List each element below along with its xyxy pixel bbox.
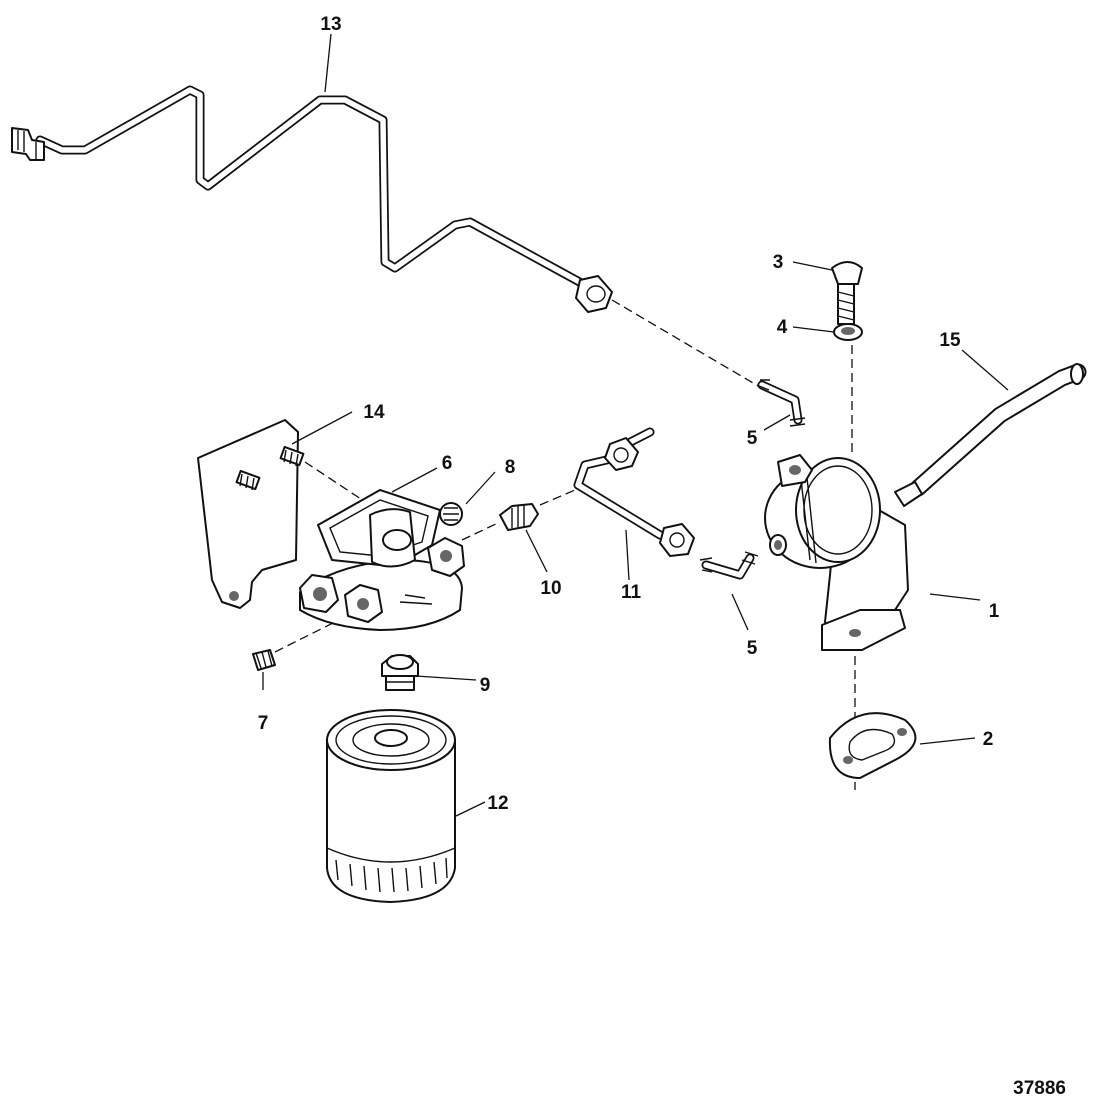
part-14-hose <box>909 363 1087 497</box>
leader-lines <box>262 33 1009 817</box>
part-15-bracket <box>197 419 305 609</box>
part-11-fitting <box>499 489 576 531</box>
part-2-gasket <box>828 712 917 779</box>
callout-5-upper: 5 <box>747 428 758 449</box>
guide-line-7-to-6 <box>274 621 336 653</box>
guide-line-9-to-11 <box>461 521 501 541</box>
callout-8: 9 <box>480 675 491 696</box>
part-4-washer <box>833 323 863 341</box>
callout-labels: 13 3 4 15 14 5 6 8 10 11 1 5 9 7 2 12 <box>258 14 1000 814</box>
callout-13: 13 <box>320 14 341 35</box>
part-5-lower-elbow <box>699 551 759 580</box>
callout-6: 6 <box>442 453 453 474</box>
callout-15: 14 <box>363 402 385 423</box>
callout-12: 11 <box>621 582 642 603</box>
callout-1: 1 <box>989 601 1000 622</box>
part-10-filter-element <box>326 709 456 903</box>
part-7-set-screw <box>252 649 276 671</box>
figure-number: 37886 <box>1013 1078 1066 1099</box>
callout-11: 10 <box>540 578 561 599</box>
callout-14: 15 <box>939 330 961 351</box>
callout-3: 3 <box>773 252 784 273</box>
part-13-fuel-line <box>11 85 613 313</box>
callout-9: 8 <box>505 457 516 478</box>
callout-5-lower: 5 <box>747 638 758 659</box>
part-1-fuel-pump <box>764 454 923 651</box>
callout-2: 2 <box>983 729 994 750</box>
callout-4: 4 <box>777 317 788 338</box>
part-9-plug <box>439 502 463 526</box>
callout-7: 7 <box>258 713 269 734</box>
part-5-upper-elbow <box>757 379 806 427</box>
part-12-u-tube <box>573 427 695 557</box>
part-3-bolt <box>831 261 863 325</box>
guide-line-13-to-5 <box>611 299 766 391</box>
part-6-filter-head <box>299 489 465 631</box>
part-8-drain-plug <box>381 654 419 691</box>
guide-line-15-to-6 <box>304 461 371 506</box>
callout-10: 12 <box>487 793 508 814</box>
